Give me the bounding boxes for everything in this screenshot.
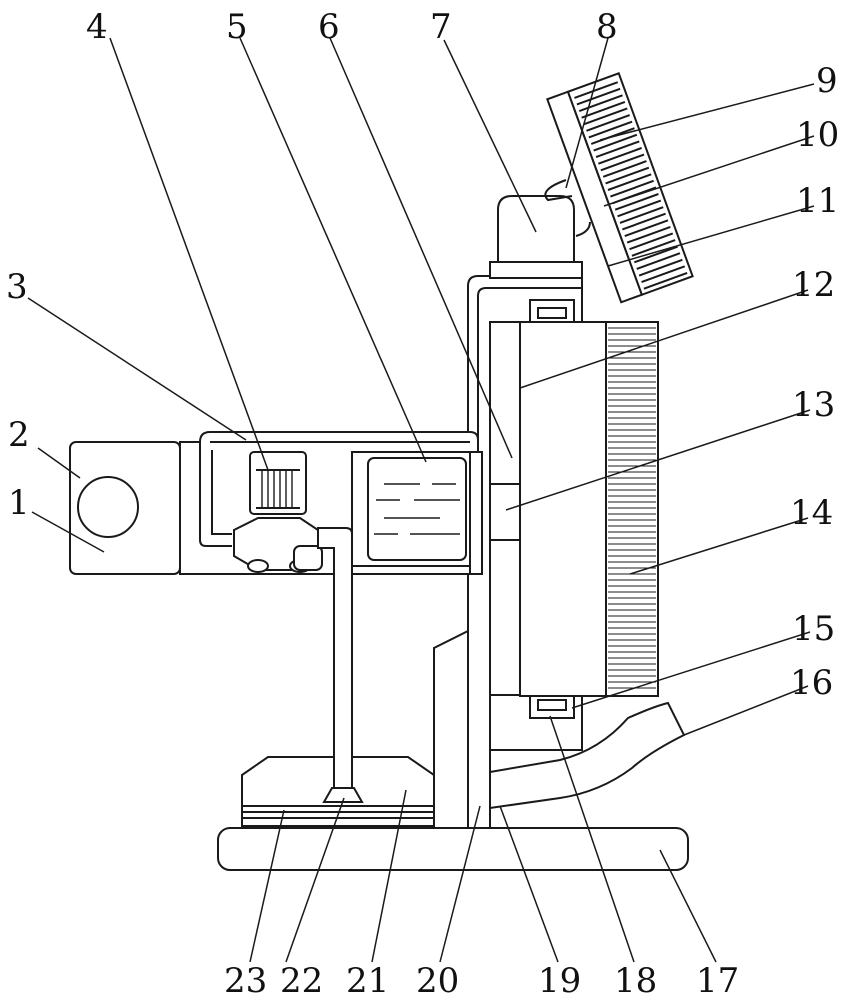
motor-fins xyxy=(256,469,300,509)
label-13: 13 xyxy=(792,385,835,425)
side-bristle-line xyxy=(607,173,652,191)
label-22: 22 xyxy=(280,961,323,1000)
fan-lines xyxy=(374,483,460,535)
suction-nozzle xyxy=(322,787,364,803)
side-bristle-line xyxy=(631,239,676,257)
side-bristle-line xyxy=(643,271,688,290)
side-bristle-line xyxy=(633,245,678,264)
side-bristle-line xyxy=(588,120,633,139)
side-bristle-line xyxy=(626,225,671,244)
side-bristle-line xyxy=(641,265,686,284)
brush-hinge xyxy=(544,179,573,202)
base-plate xyxy=(217,827,689,871)
side-bristle-line xyxy=(581,100,626,119)
label-8: 8 xyxy=(596,7,618,47)
drum-brush-bristles xyxy=(608,327,656,689)
side-bristle-line xyxy=(602,160,647,178)
side-bristle-line xyxy=(605,166,650,185)
side-bristle-line xyxy=(610,179,654,198)
label-17: 17 xyxy=(696,961,739,1000)
fan-flange xyxy=(469,451,483,575)
fan-outlet-circle xyxy=(77,476,139,538)
fan-inner xyxy=(367,457,467,561)
side-bristle-line xyxy=(578,94,623,113)
label-9: 9 xyxy=(816,61,838,101)
brush-hinge-lower xyxy=(575,221,591,237)
outlet-chute xyxy=(489,701,686,810)
label-21: 21 xyxy=(346,961,389,1000)
label-2: 2 xyxy=(8,415,30,455)
label-5: 5 xyxy=(226,7,248,47)
side-bristle-line xyxy=(638,258,683,277)
label-4: 4 xyxy=(86,7,108,47)
pump-outlet xyxy=(293,545,323,571)
pump-foot-left xyxy=(247,559,269,573)
drum-shaft xyxy=(489,483,521,541)
part-labels: 1 2 3 4 5 6 7 8 9 10 11 12 13 14 15 16 1… xyxy=(6,7,839,1001)
pipe-3 xyxy=(199,442,232,547)
side-bristle-line xyxy=(622,212,666,231)
side-bristle-line xyxy=(624,219,669,237)
top-motor xyxy=(497,195,575,263)
motor-mount xyxy=(489,261,583,279)
side-bristle-line xyxy=(629,232,674,251)
upper-bearing xyxy=(529,299,575,323)
drum xyxy=(519,321,607,697)
side-bristle-line xyxy=(617,199,662,218)
side-brush-head xyxy=(566,72,694,297)
label-16: 16 xyxy=(790,663,833,703)
label-1: 1 xyxy=(8,483,30,523)
label-15: 15 xyxy=(792,609,835,649)
label-23: 23 xyxy=(224,961,267,1000)
side-bristle-line xyxy=(619,206,664,224)
label-11: 11 xyxy=(796,181,839,221)
side-brush xyxy=(546,72,694,304)
label-20: 20 xyxy=(416,961,459,1000)
label-10: 10 xyxy=(796,115,839,155)
side-bristle-line xyxy=(598,147,642,165)
side-bristle-line xyxy=(636,252,681,270)
fan-box xyxy=(351,451,471,567)
pump-motor xyxy=(249,451,307,515)
label-3: 3 xyxy=(6,267,28,307)
lower-bearing-inner xyxy=(537,699,567,711)
side-bristle-line xyxy=(614,193,659,211)
label-7: 7 xyxy=(430,7,452,47)
side-bristle-line xyxy=(576,87,621,106)
upper-bearing-inner xyxy=(537,307,567,319)
side-bristle-line xyxy=(586,114,631,132)
side-bristle-line xyxy=(600,153,645,172)
side-bristle-line xyxy=(593,133,638,152)
side-bristle-line xyxy=(595,140,640,159)
label-12: 12 xyxy=(792,265,835,305)
frame-inner-line xyxy=(477,287,582,440)
side-bristle-line xyxy=(574,81,619,99)
label-6: 6 xyxy=(318,7,340,47)
side-bristle-line xyxy=(583,107,628,126)
leader-lines xyxy=(27,37,815,963)
label-19: 19 xyxy=(538,961,581,1000)
pipe-3-inner xyxy=(211,450,232,535)
label-18: 18 xyxy=(614,961,657,1000)
label-14: 14 xyxy=(790,493,833,533)
